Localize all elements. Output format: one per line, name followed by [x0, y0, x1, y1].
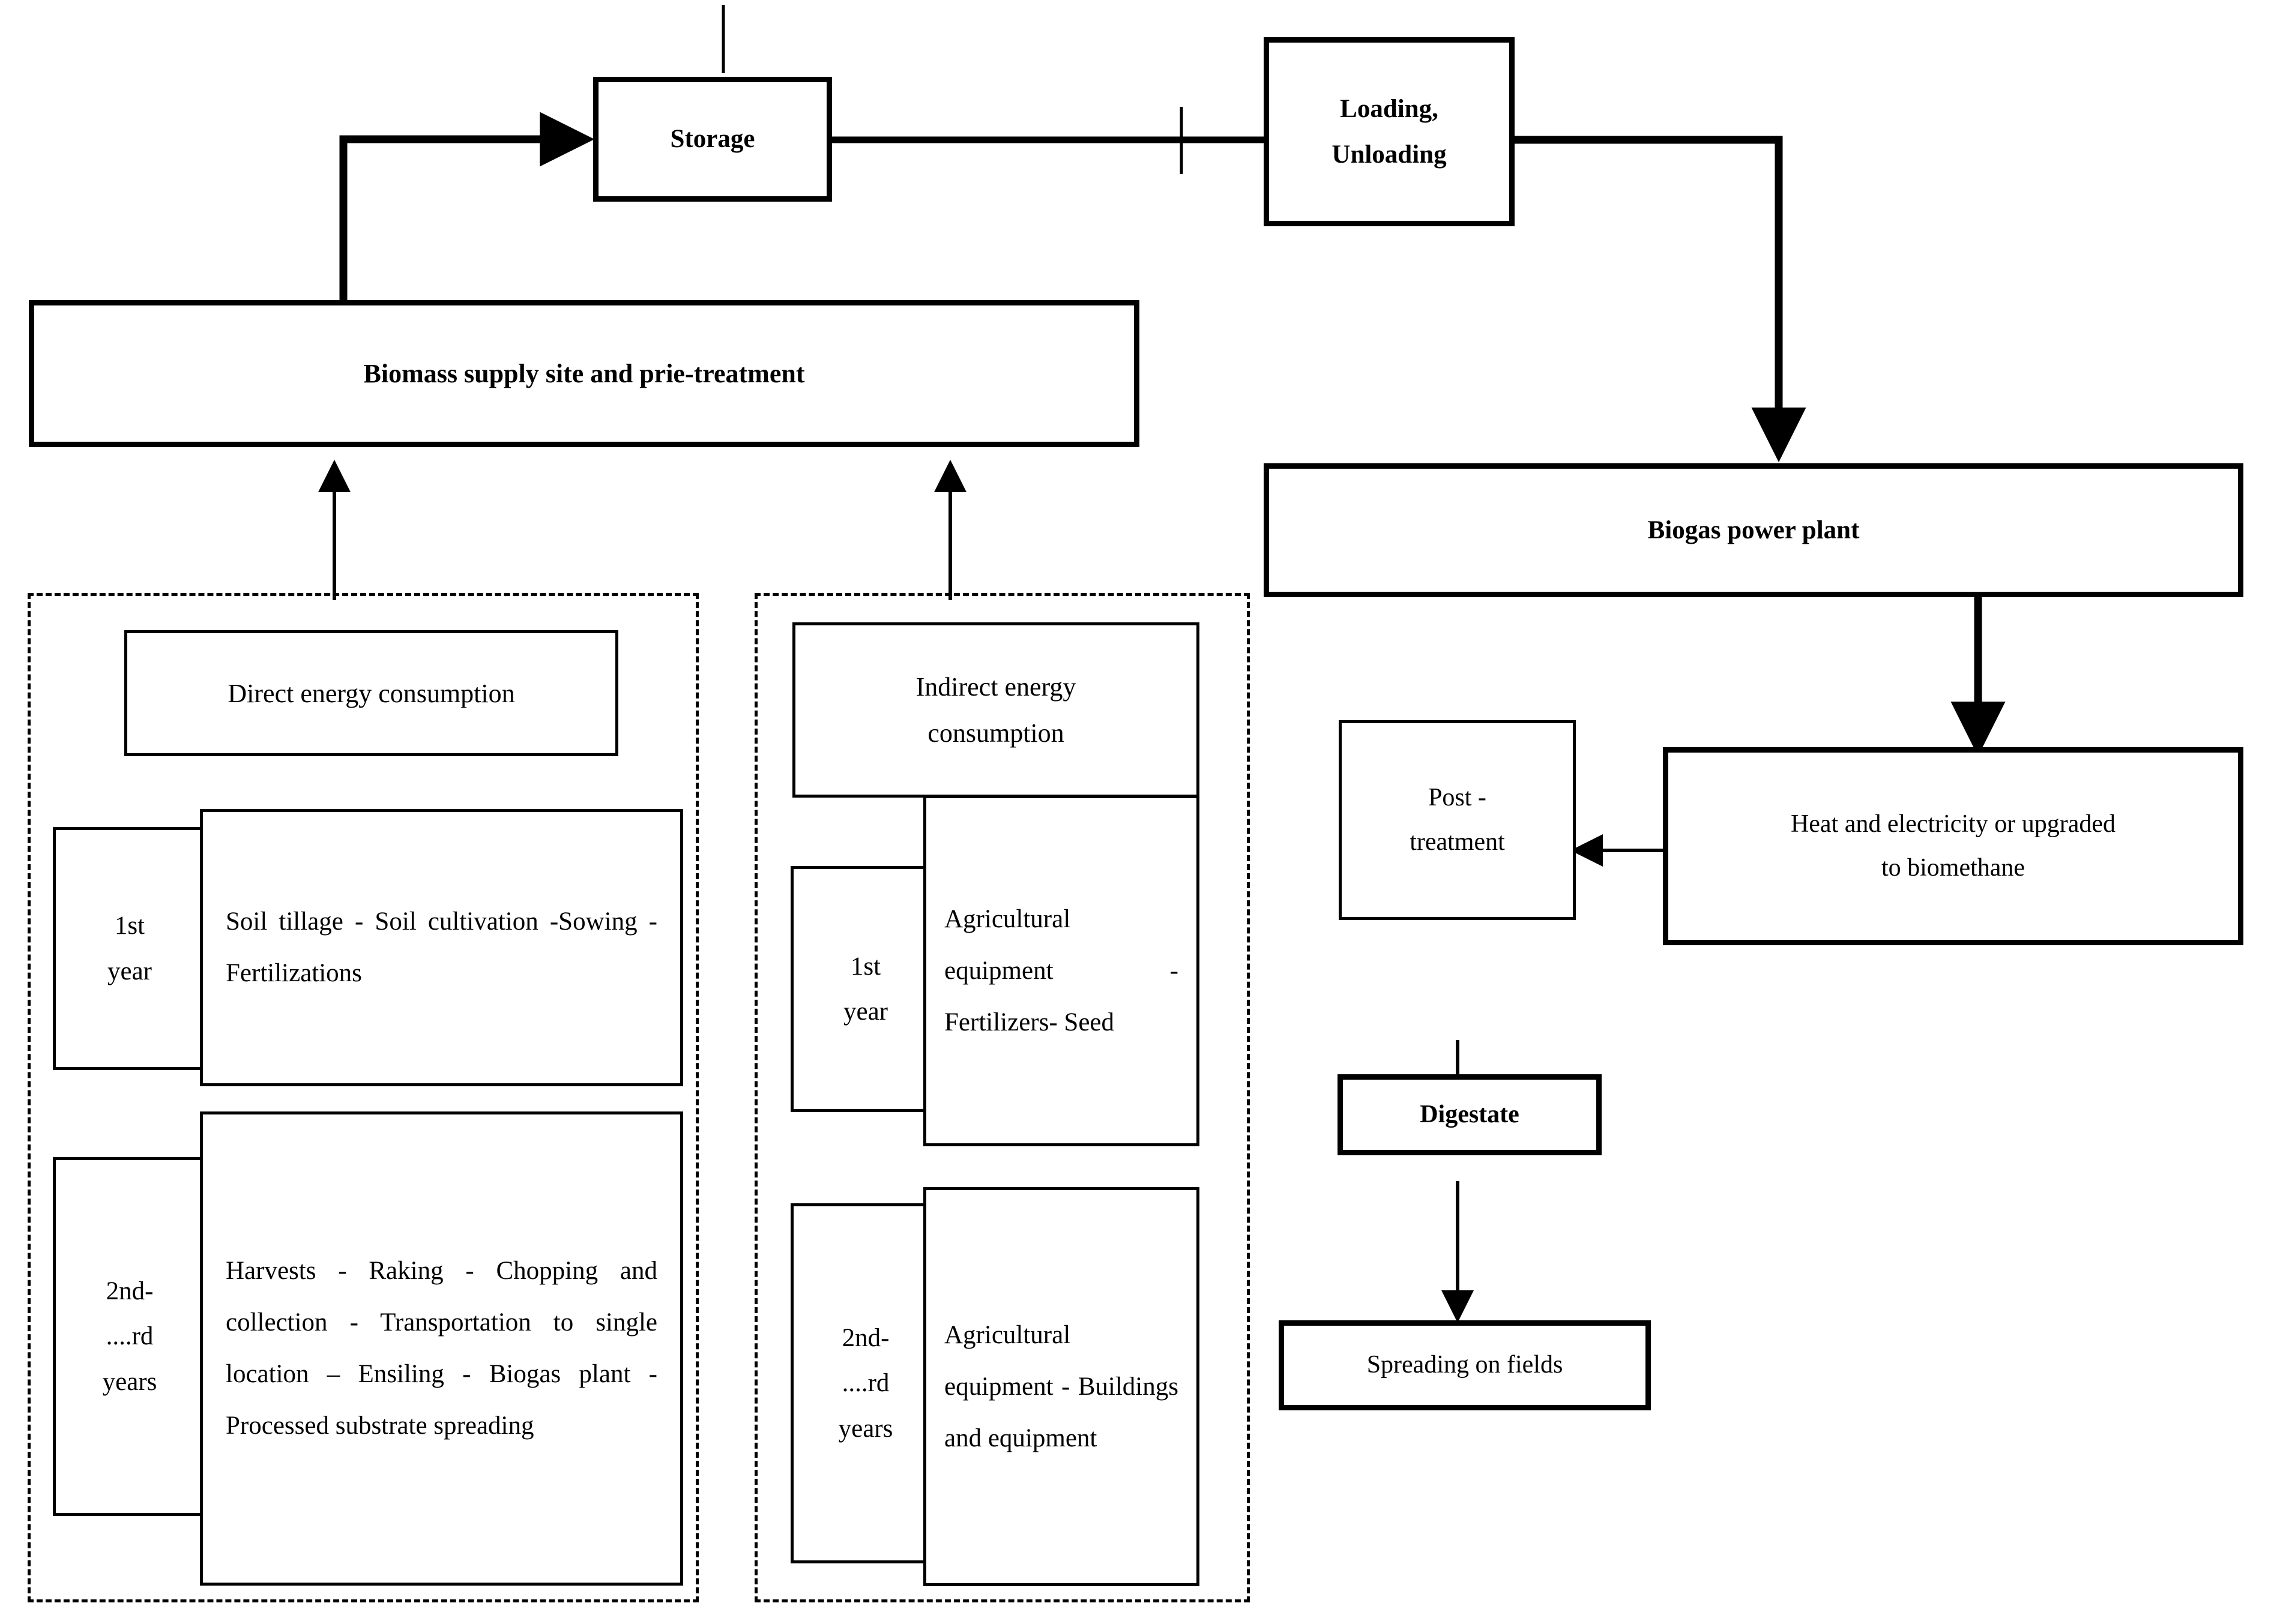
biogas-power-plant-label: Biogas power plant [1647, 516, 1860, 544]
indirect-year2-line2: ....rd [842, 1369, 890, 1398]
direct-year-box-1: 1st year [53, 827, 207, 1070]
indirect-activities-2: Agricultural equipment - Buildings and e… [944, 1320, 1178, 1452]
indirect-energy-group [755, 593, 1250, 1602]
indirect-year2-line1: 2nd- [842, 1324, 890, 1353]
indirect-activities-1: Agricultural equipment - Fertilizers- Se… [944, 904, 1178, 1036]
spreading-on-fields-label: Spreading on fields [1366, 1351, 1563, 1379]
direct-year1-line2: year [107, 957, 152, 985]
node-digestate[interactable]: Digestate [1338, 1074, 1602, 1155]
indirect-year1-line2: year [843, 997, 888, 1026]
node-post-treatment[interactable]: Post - treatment [1339, 720, 1576, 920]
indirect-energy-header: Indirect energy consumption [792, 622, 1199, 798]
direct-activities-1: Soil tillage - Soil cultivation -Sowing … [226, 907, 657, 987]
node-biogas-power-plant[interactable]: Biogas power plant [1264, 463, 2243, 597]
node-biomass-supply-site[interactable]: Biomass supply site and prie-treatment [29, 300, 1139, 447]
direct-activities-2: Harvests - Raking - Chopping and collect… [226, 1257, 657, 1440]
loading-label: Loading, [1340, 95, 1438, 124]
heat-electricity-line2: to biomethane [1881, 854, 2025, 882]
indirect-year-box-1: 1st year [791, 866, 941, 1112]
indirect-activities-box-2: Agricultural equipment - Buildings and e… [923, 1187, 1199, 1586]
indirect-activities-box-1: Agricultural equipment - Fertilizers- Se… [923, 795, 1199, 1146]
direct-energy-header-label: Direct energy consumption [228, 678, 515, 708]
direct-activities-box-1: Soil tillage - Soil cultivation -Sowing … [200, 809, 683, 1086]
node-storage[interactable]: Storage [593, 77, 832, 202]
biomass-to-storage-arrow [339, 112, 595, 300]
node-heat-and-electricity[interactable]: Heat and electricity or upgraded to biom… [1663, 747, 2243, 945]
node-spreading-on-fields[interactable]: Spreading on fields [1279, 1320, 1651, 1410]
direct-energy-header: Direct energy consumption [124, 630, 618, 756]
unloading-label: Unloading [1332, 140, 1447, 169]
direct-energy-group [28, 593, 699, 1602]
biomass-supply-label: Biomass supply site and prie-treatment [363, 359, 805, 388]
indirect-energy-header-line1: Indirect energy [915, 672, 1076, 702]
direct-year-box-2: 2nd- ....rd years [53, 1157, 207, 1516]
indirect-energy-header-line2: consumption [927, 718, 1064, 748]
indirect-year-box-2: 2nd- ....rd years [791, 1203, 941, 1563]
post-treatment-line1: Post - [1428, 784, 1486, 811]
indirect-year2-line3: years [838, 1414, 893, 1443]
direct-year1-line1: 1st [114, 912, 145, 940]
loading-to-biogas-arrow [1513, 136, 1806, 463]
direct-year2-line2: ....rd [106, 1322, 154, 1351]
indirect-year1-line1: 1st [850, 952, 881, 981]
post-treatment-line2: treatment [1410, 828, 1505, 856]
storage-label: Storage [670, 125, 755, 154]
direct-year2-line1: 2nd- [106, 1277, 154, 1306]
direct-year2-line3: years [102, 1367, 157, 1396]
heat-electricity-line1: Heat and electricity or upgraded [1790, 810, 2116, 838]
node-loading-unloading[interactable]: Loading, Unloading [1264, 37, 1515, 226]
direct-activities-box-2: Harvests - Raking - Chopping and collect… [200, 1111, 683, 1586]
digestate-label: Digestate [1420, 1100, 1519, 1128]
